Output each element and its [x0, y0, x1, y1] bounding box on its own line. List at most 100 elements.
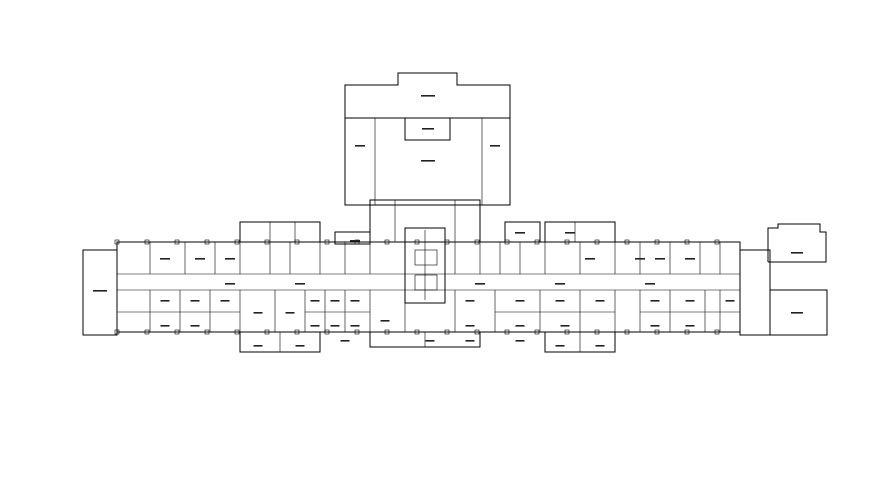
room-label-mark — [515, 340, 525, 342]
room-label-mark — [465, 300, 475, 302]
column — [264, 329, 270, 335]
room-label-mark — [355, 145, 365, 147]
room-label-mark — [725, 300, 735, 302]
stage-room — [404, 117, 451, 141]
room-label-mark — [515, 300, 525, 302]
room-label-mark — [685, 300, 695, 302]
room-label-mark — [421, 160, 435, 162]
far-right-block-top — [767, 223, 827, 263]
column — [714, 329, 720, 335]
column — [414, 329, 420, 335]
room-label-mark — [791, 312, 803, 314]
column — [474, 329, 480, 335]
column — [684, 329, 690, 335]
room-label-mark — [490, 145, 500, 147]
right-annex — [739, 249, 771, 336]
room-label-mark — [253, 345, 263, 347]
left-annex — [82, 249, 118, 336]
column — [204, 239, 210, 245]
room-label-mark — [655, 258, 665, 260]
column — [114, 239, 120, 245]
room-label-mark — [555, 283, 565, 285]
column — [144, 329, 150, 335]
room-label-mark — [475, 283, 485, 285]
column — [174, 239, 180, 245]
pavilion-left-north — [239, 221, 321, 243]
room-label-mark — [160, 325, 170, 327]
column — [204, 329, 210, 335]
column — [234, 329, 240, 335]
column — [624, 329, 630, 335]
floor-plan-walls — [82, 72, 828, 353]
room-label-mark — [650, 325, 660, 327]
room-label-mark — [380, 320, 390, 322]
column — [324, 329, 330, 335]
room-label-mark — [350, 240, 360, 242]
room-label-mark — [225, 283, 235, 285]
room-label-mark — [425, 340, 435, 342]
room-label-mark — [515, 232, 525, 234]
column — [384, 239, 390, 245]
room-label-mark — [350, 300, 360, 302]
room-label-mark — [295, 345, 305, 347]
room-label-mark — [685, 258, 695, 260]
room-label-mark — [685, 325, 695, 327]
room-label-mark — [350, 325, 360, 327]
column — [264, 239, 270, 245]
column — [534, 329, 540, 335]
room-label-mark — [190, 300, 200, 302]
column — [354, 329, 360, 335]
column — [294, 329, 300, 335]
room-label-mark — [595, 300, 605, 302]
room-north — [504, 221, 541, 243]
room-label-mark — [160, 258, 170, 260]
column — [504, 329, 510, 335]
room-label-mark — [585, 258, 595, 260]
room-label-mark — [310, 325, 320, 327]
column — [534, 239, 540, 245]
room-label-mark — [330, 300, 340, 302]
room-label-mark — [555, 300, 565, 302]
room-north-2 — [334, 231, 371, 245]
room-label-mark — [295, 283, 305, 285]
room-label-mark — [310, 300, 320, 302]
room-label-mark — [645, 283, 655, 285]
hall-upper-wall — [344, 72, 511, 118]
column — [114, 329, 120, 335]
column — [444, 329, 450, 335]
room-label-mark — [650, 300, 660, 302]
room-label-mark — [225, 258, 235, 260]
column — [654, 329, 660, 335]
room-label-mark — [340, 340, 350, 342]
column — [444, 239, 450, 245]
column — [174, 329, 180, 335]
room-label-mark — [422, 128, 434, 130]
column — [564, 239, 570, 245]
column — [714, 239, 720, 245]
far-right-block-bottom — [769, 289, 828, 336]
room-label-mark — [791, 252, 803, 254]
column — [414, 239, 420, 245]
column — [474, 239, 480, 245]
stair-core — [404, 227, 446, 304]
column — [294, 239, 300, 245]
column — [624, 239, 630, 245]
pavilion-right-north — [544, 221, 616, 243]
room-label-mark — [565, 232, 575, 234]
room-label-mark — [595, 345, 605, 347]
room-label-mark — [195, 258, 205, 260]
room-label-mark — [285, 312, 295, 314]
room-label-mark — [220, 300, 230, 302]
room-label-mark — [465, 325, 475, 327]
main-wing — [116, 241, 741, 333]
room-label-mark — [330, 325, 340, 327]
column — [384, 329, 390, 335]
room-label-mark — [635, 258, 645, 260]
room-label-mark — [93, 290, 107, 292]
column — [504, 239, 510, 245]
room-label-mark — [253, 312, 263, 314]
room-label-mark — [555, 345, 565, 347]
room-label-mark — [421, 95, 435, 97]
room-label-mark — [190, 325, 200, 327]
